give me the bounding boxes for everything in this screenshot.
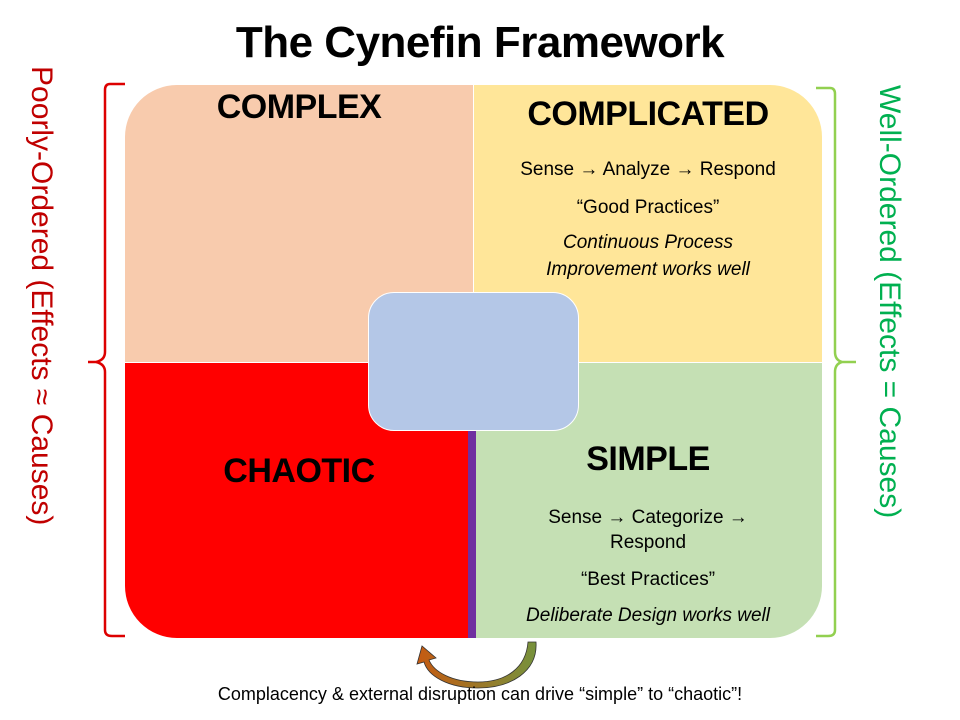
curved-arrow-icon bbox=[416, 641, 537, 689]
footer-caption: Complacency & external disruption can dr… bbox=[217, 684, 743, 704]
complicated-practices: “Good Practices” bbox=[576, 197, 720, 218]
simple-practices: “Best Practices” bbox=[580, 569, 716, 590]
complicated-note-line2: Improvement works well bbox=[546, 259, 750, 280]
simple-note: Deliberate Design works well bbox=[526, 605, 770, 626]
complex-heading: COMPLEX bbox=[216, 88, 382, 126]
center-disorder-box bbox=[368, 292, 579, 431]
simple-approach-line2: Respond bbox=[609, 532, 687, 553]
page-title: The Cynefin Framework bbox=[235, 18, 725, 67]
complicated-note-line1: Continuous Process bbox=[562, 232, 734, 253]
chaotic-heading: CHAOTIC bbox=[223, 452, 375, 490]
well-ordered-label: Well-Ordered (Effects = Causes) bbox=[873, 85, 906, 519]
poorly-ordered-label: Poorly-Ordered (Effects ≈ Causes) bbox=[25, 66, 58, 526]
right-brace-icon bbox=[816, 86, 856, 638]
complicated-heading: COMPLICATED bbox=[527, 95, 769, 133]
left-brace-icon bbox=[88, 82, 125, 638]
chaotic-simple-divider bbox=[468, 430, 476, 638]
simple-approach-line1: Sense → Categorize → bbox=[548, 507, 748, 528]
complicated-approach: Sense → Analyze → Respond bbox=[520, 159, 776, 180]
simple-heading: SIMPLE bbox=[586, 440, 710, 478]
